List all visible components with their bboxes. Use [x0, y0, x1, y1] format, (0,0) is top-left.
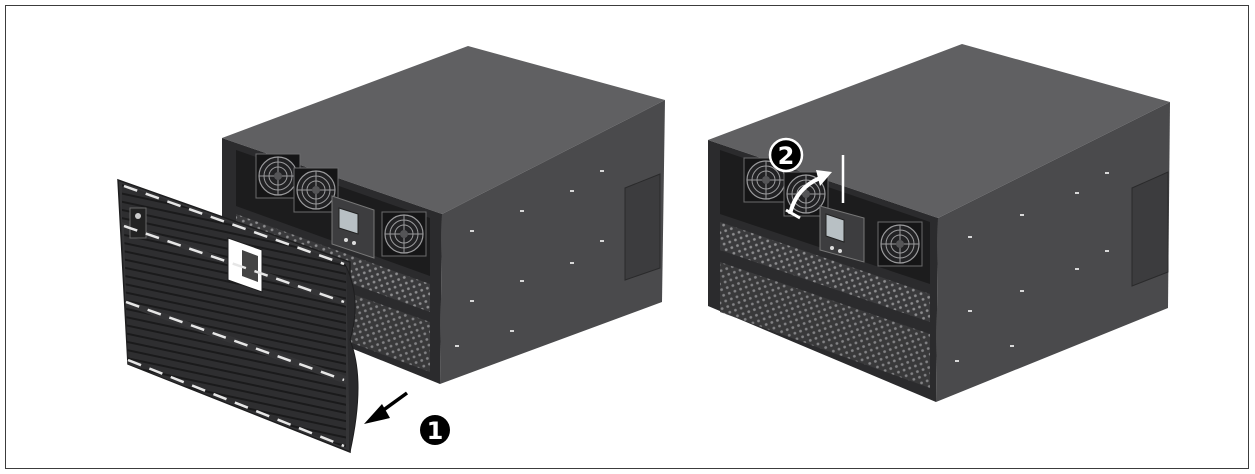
fan-icon: [293, 167, 339, 213]
rotate-arrow-icon: [785, 170, 832, 220]
front-bezel: [117, 178, 359, 454]
step-1-number: 1: [427, 417, 444, 445]
cabinet-side: [936, 102, 1170, 402]
pull-arrow-icon: [364, 391, 409, 424]
step-2-number: 2: [778, 142, 795, 170]
logo-badge: [129, 207, 147, 239]
step-1-callout: 1: [420, 415, 450, 445]
fan-icon: [877, 221, 923, 267]
lcd-display-icon: [819, 205, 865, 263]
fan-icon: [381, 211, 427, 257]
fan-icon: [255, 153, 301, 199]
lcd-display-icon: [331, 195, 375, 259]
step-2-callout: 2: [768, 137, 804, 173]
cabinet-side: [440, 100, 665, 384]
ups-cabinet-right: [708, 44, 1170, 402]
